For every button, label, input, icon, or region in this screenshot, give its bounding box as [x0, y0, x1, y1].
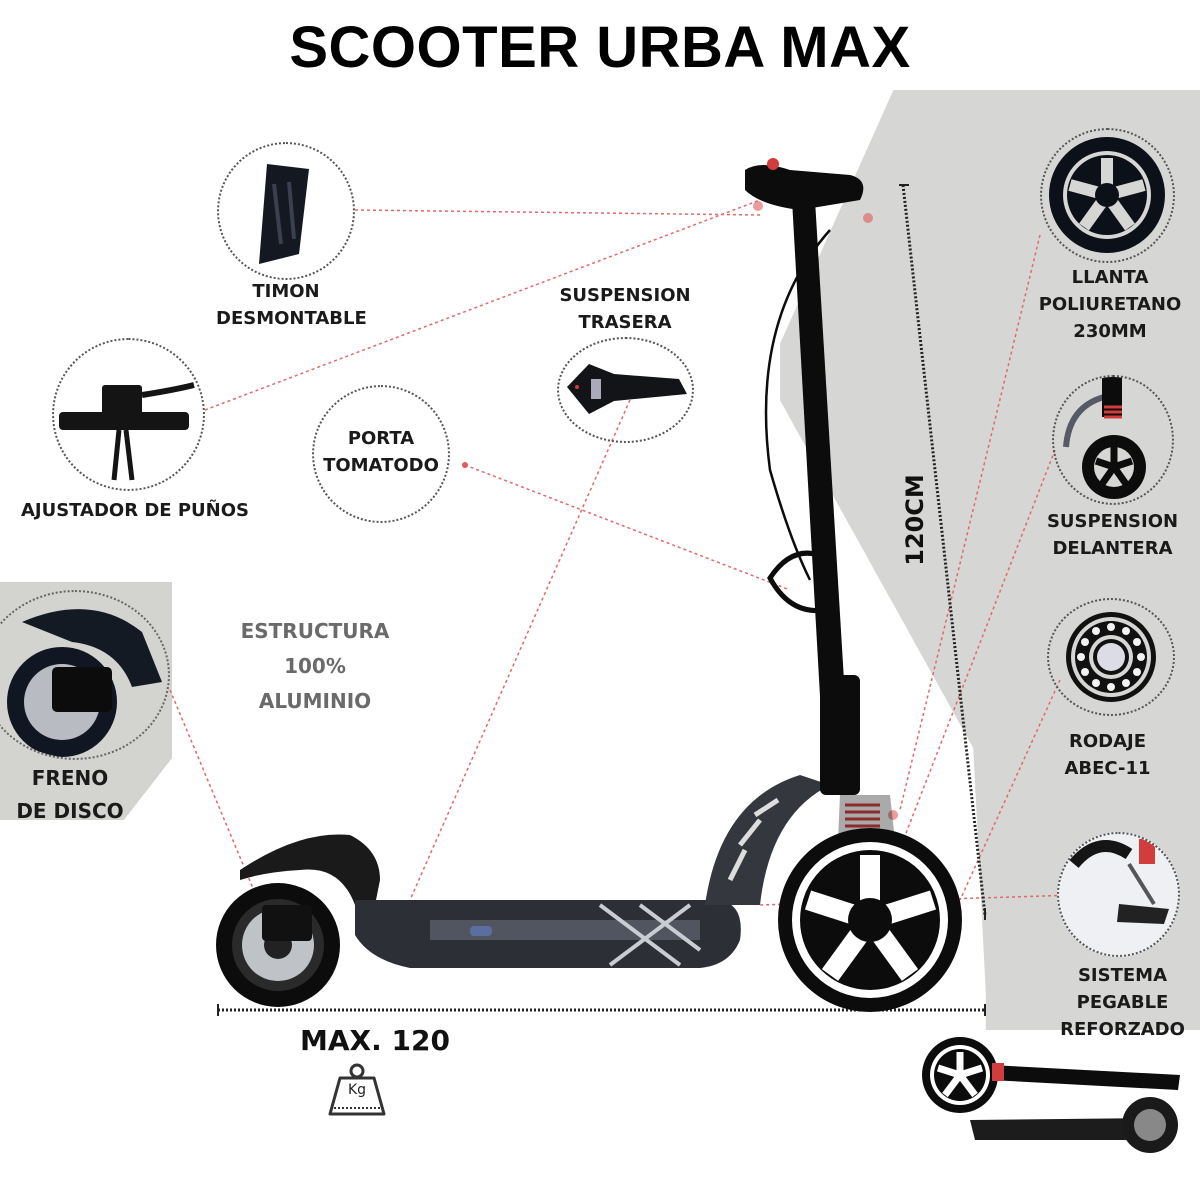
height-dimension-label: 120CM	[901, 474, 929, 566]
wheel-icon	[1049, 137, 1165, 253]
disc-brake-icon	[7, 609, 162, 757]
suspension-trasera-thumbnail	[557, 337, 694, 443]
ajustador-de-punos-thumbnail	[52, 338, 205, 491]
handlebar	[745, 165, 864, 210]
freno-de-disco-thumbnail	[0, 590, 170, 760]
label-suspension-delantera: SUSPENSION DELANTERA	[1046, 511, 1179, 559]
sistema-pegable-thumbnail	[1057, 832, 1180, 957]
folding-mechanism-icon	[1069, 839, 1169, 924]
front-spring	[845, 803, 880, 828]
front-wheel	[778, 828, 962, 1012]
label-sistema-pegable: SISTEMA PEGABLE REFORZADO	[1060, 965, 1185, 1040]
weight-unit: Kg	[347, 1082, 367, 1098]
rear-suspension-icon	[567, 364, 687, 414]
label-timon-desmontable: TIMON DESMONTABLE	[216, 281, 367, 329]
height-dimension-line	[901, 184, 987, 916]
rear-wheel	[216, 883, 340, 1007]
folded-scooter-thumbnail	[922, 1037, 1180, 1153]
label-freno-de-disco: FRENO DE DISCO	[16, 766, 124, 823]
max-load-label: MAX. 120	[300, 1024, 450, 1057]
bottle-holder	[767, 550, 833, 614]
bearing-icon	[1066, 612, 1156, 702]
label-rodaje: RODAJE ABEC-11	[1064, 731, 1151, 779]
handlebar-grip-icon	[59, 382, 195, 481]
page-title: SCOOTER URBA MAX	[289, 15, 911, 80]
weight-icon: Kg	[326, 1062, 388, 1118]
rear-fender	[240, 834, 380, 905]
suspension-delantera-thumbnail	[1052, 375, 1174, 505]
folding-stem-icon	[259, 164, 309, 264]
llanta-thumbnail	[1040, 128, 1175, 263]
front-suspension-icon	[1063, 377, 1146, 499]
label-porta-tomatodo: PORTA TOMATODO	[323, 428, 439, 476]
porta-tomatodo-circle	[312, 385, 450, 523]
stem	[792, 200, 850, 785]
rodaje-thumbnail	[1047, 598, 1175, 716]
callout-dots	[462, 201, 898, 820]
label-llanta: LLANTA POLIURETANO 230MM	[1038, 267, 1182, 342]
structure-label: ESTRUCTURA 100% ALUMINIO	[240, 619, 390, 713]
label-suspension-trasera: SUSPENSION TRASERA	[559, 285, 691, 333]
label-ajustador-de-punos: AJUSTADOR DE PUÑOS	[20, 500, 250, 521]
timon-desmontable-thumbnail	[217, 142, 355, 280]
